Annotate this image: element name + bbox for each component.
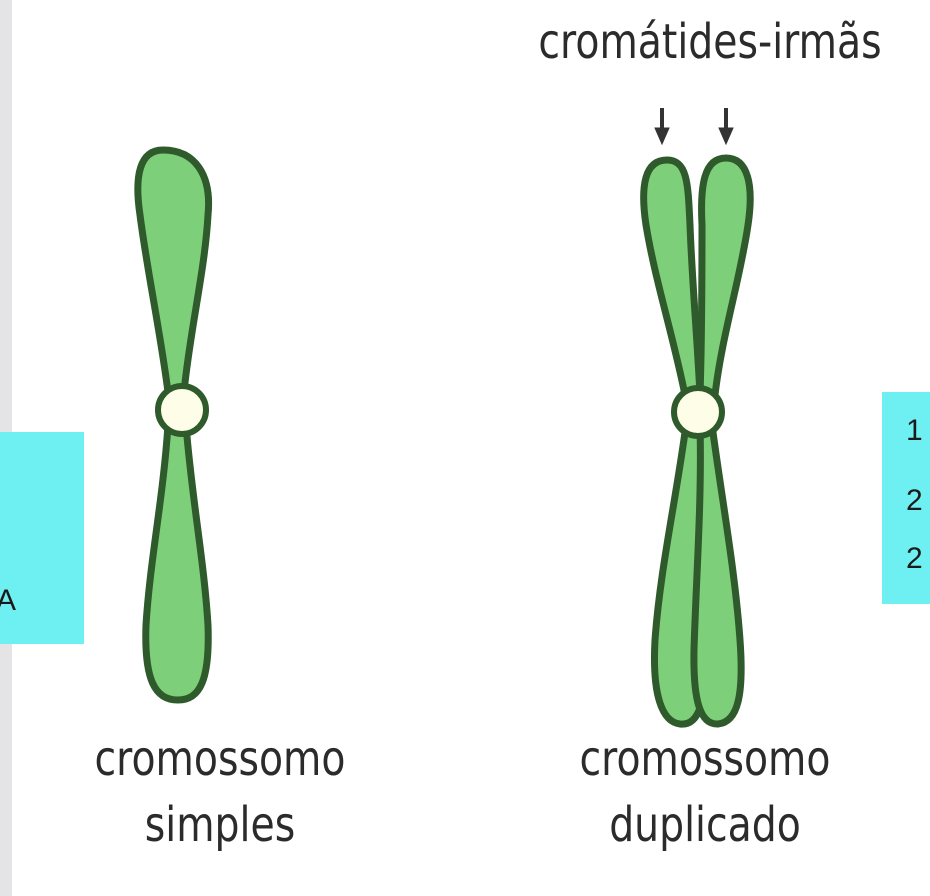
simple-chromosome-caption-line1: cromossomo [89,726,351,792]
right-callout-box: 1 2 2 [882,392,930,604]
sister-chromatid-right-upper [700,158,750,395]
simple-chromosome-centromere [158,386,206,434]
arrow-left-head [655,128,669,144]
sister-chromatid-left-upper [644,160,700,395]
sister-chromatid-arrows [655,108,733,144]
sister-chromatids-label: cromátides-irmãs [513,12,907,72]
simple-chromosome-lower-arm [146,425,208,700]
right-callout-line-2: 2 [906,486,923,516]
duplicated-chromosome-caption: cromossomo duplicado [553,726,856,858]
duplicated-chromosome [644,158,751,724]
left-callout-letter: A [0,584,16,618]
sister-chromatid-right-lower [694,425,741,724]
duplicated-chromosome-caption-line2: duplicado [553,792,856,858]
left-callout-box: A [0,432,84,644]
right-callout-line-1: 1 [906,416,923,446]
duplicated-chromosome-centromere [674,388,722,436]
right-callout-line-3: 2 [906,544,923,574]
simple-chromosome-upper-arm [138,150,209,392]
simple-chromosome-caption: cromossomo simples [89,726,351,858]
duplicated-chromosome-caption-line1: cromossomo [553,726,856,792]
simple-chromosome-caption-line2: simples [89,792,351,858]
arrow-right-head [719,128,733,144]
simple-chromosome [138,150,209,700]
